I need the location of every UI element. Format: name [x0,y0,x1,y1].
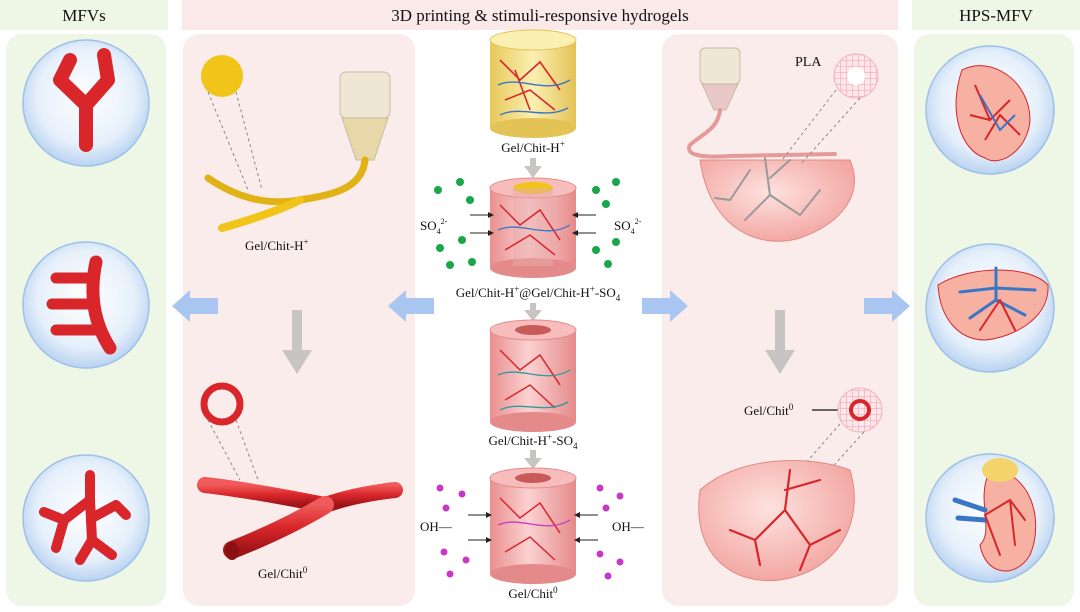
pla-label: PLA [795,55,822,70]
hydroxide-label-left: OH— [420,519,453,534]
arrow-down-center-1-icon [524,158,542,178]
nozzle-barrel-icon [339,71,391,119]
stage-3-label: Gel/Chit-H+-SO4 [488,432,578,451]
vessel-tube-lower-icon [223,496,334,559]
header-hps-mfv: HPS-MFV [959,6,1033,25]
stage-2-label: Gel/Chit-H+@Gel/Chit-H+-SO4 [456,284,621,303]
fiber-extrusion-illustration: Gel/Chit-H+ [201,55,391,253]
header-right-bg [912,0,1080,30]
header-left-bg [0,0,168,30]
vascularized-organ-illustration: Gel/Chit0 [698,387,883,582]
nozzle-tip-icon [341,117,389,161]
organ-bubble-heart [925,45,1055,175]
arrow-down-left-icon [282,310,312,374]
arrow-down-right-icon [765,310,795,374]
chit-ring-icon [849,399,871,421]
sulfate-label-left: SO42- [420,217,448,236]
arrow-down-center-2-icon [524,303,542,321]
fiber-cross-section-icon [201,55,243,97]
vessel-tree-icon [39,470,131,565]
printer-nozzle-icon [699,47,741,85]
mfv-bubble-comb [22,241,150,369]
printing-on-organ-illustration: PLA [687,47,879,242]
stage-4-label: Gel/Chit0 [508,585,558,601]
mfv-bubble-y [22,39,150,167]
chit-label: Gel/Chit0 [744,402,794,418]
hydroxide-label-right: OH— [612,519,645,534]
arrow-down-center-3-icon [524,450,542,469]
fiber-label: Gel/Chit-H+ [245,237,309,253]
arrow-to-mfvs-icon [172,290,218,322]
vessel-network-red-icon [728,468,842,572]
stage-1-label: Gel/Chit-H+ [501,139,565,155]
cylinder-stage-1: Gel/Chit-H+ [489,29,577,155]
sulfate-label-right: SO42- [614,217,642,236]
vessel-network-gray-icon [714,157,821,221]
vessel-y-shape-icon [53,48,115,152]
liver-organ-icon [937,269,1049,341]
header-bar: MFVs 3D printing & stimuli-responsive hy… [0,0,1080,30]
tube-cross-section-icon [200,382,244,426]
header-center-bg [182,0,898,30]
tube-branch-illustration: Gel/Chit0 [197,382,403,581]
mfv-bubble-tree [22,454,150,582]
arrow-to-hps-mfv-icon [864,290,910,322]
header-mfvs: MFVs [62,6,105,25]
organ-bubble-kidney [925,453,1055,583]
adrenal-gland-icon [982,458,1018,482]
hydroxide-ions-left [436,484,492,578]
arrow-left-center-icon [388,290,434,322]
printed-filament-icon [687,108,837,159]
hollow-cylinder-final-icon [490,478,576,574]
organ-bubble-liver [925,243,1055,373]
header-3d-printing: 3D printing & stimuli-responsive hydroge… [391,6,688,25]
tube-label: Gel/Chit0 [258,565,308,581]
heart-organ-icon [955,65,1031,162]
cylinder-stage-3: Gel/Chit-H+-SO4 [488,319,578,451]
fiber-strand-lower-icon [218,196,304,232]
hydroxide-ions-right [574,484,624,580]
arrow-right-center-icon [642,290,688,322]
sulfate-ions-left [434,178,494,269]
cylinder-stage-4: Gel/Chit0 [489,467,577,601]
chit-mesh-icon [837,387,883,433]
vessel-branches-icon [46,272,102,336]
organ-lower-icon [698,459,855,582]
sulfate-ions-right [572,178,620,268]
cylinder-stage-2 [489,177,577,278]
